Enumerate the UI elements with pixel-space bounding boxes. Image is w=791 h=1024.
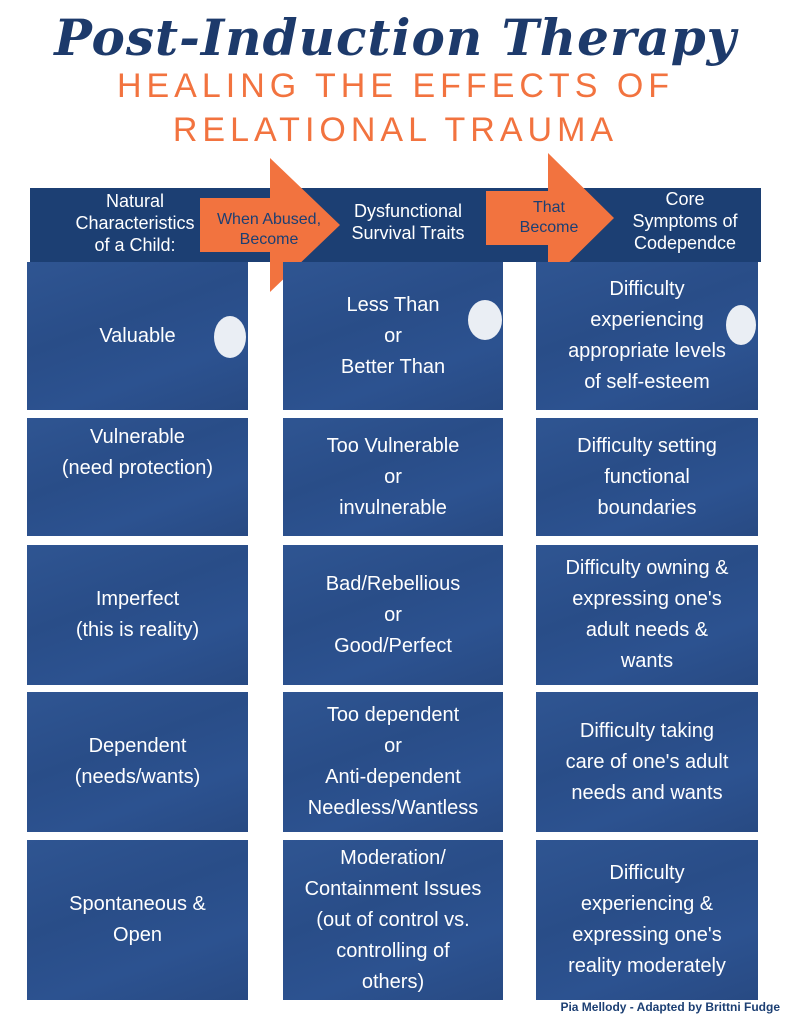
arrow-right-icon bbox=[200, 158, 340, 292]
cell-symptom-reality: Difficulty experiencing & expressing one… bbox=[536, 840, 758, 1000]
header-core-symptoms: Core Symptoms of Codependce bbox=[632, 189, 738, 253]
cloud-decoration bbox=[468, 300, 502, 340]
arrow-label-that-become: That Become bbox=[519, 199, 579, 236]
cell-natural-imperfect: Imperfect (this is reality) bbox=[27, 545, 248, 685]
cell-trait-moderation: Moderation/ Containment Issues (out of c… bbox=[283, 840, 503, 1000]
cell-trait-too-dependent: Too dependent or Anti-dependent Needless… bbox=[283, 692, 503, 832]
arrow-label-when-abused: When Abused, Become bbox=[216, 211, 322, 248]
cell-trait-bad-rebellious: Bad/Rebellious or Good/Perfect bbox=[283, 545, 503, 685]
cell-natural-vulnerable: Vulnerable (need protection) bbox=[27, 418, 248, 536]
subtitle-line-2: RELATIONAL TRAUMA bbox=[172, 111, 619, 149]
credit-line: Pia Mellody - Adapted by Brittni Fudge bbox=[560, 1000, 780, 1014]
subtitle-line-1: HEALING THE EFFECTS OF bbox=[116, 67, 675, 105]
cloud-decoration bbox=[726, 305, 756, 345]
header-natural-characteristics: Natural Characteristics of a Child: bbox=[75, 191, 195, 255]
arrow-right-icon bbox=[486, 153, 614, 283]
cell-natural-spontaneous: Spontaneous & Open bbox=[27, 840, 248, 1000]
cell-symptom-owning-needs: Difficulty owning & expressing one's adu… bbox=[536, 545, 758, 685]
header-dysfunctional-traits: Dysfunctional Survival Traits bbox=[351, 201, 465, 243]
page-title: Post-Induction Therapy bbox=[54, 8, 737, 67]
cell-natural-valuable: Valuable bbox=[27, 262, 248, 410]
header-band bbox=[30, 188, 761, 262]
cell-trait-less-than: Less Than or Better Than bbox=[283, 262, 503, 410]
cell-trait-too-vulnerable: Too Vulnerable or invulnerable bbox=[283, 418, 503, 536]
cloud-decoration bbox=[214, 316, 246, 358]
cell-natural-dependent: Dependent (needs/wants) bbox=[27, 692, 248, 832]
cell-symptom-taking-care: Difficulty taking care of one's adult ne… bbox=[536, 692, 758, 832]
cell-symptom-self-esteem: Difficulty experiencing appropriate leve… bbox=[536, 262, 758, 410]
cell-symptom-boundaries: Difficulty setting functional boundaries bbox=[536, 418, 758, 536]
